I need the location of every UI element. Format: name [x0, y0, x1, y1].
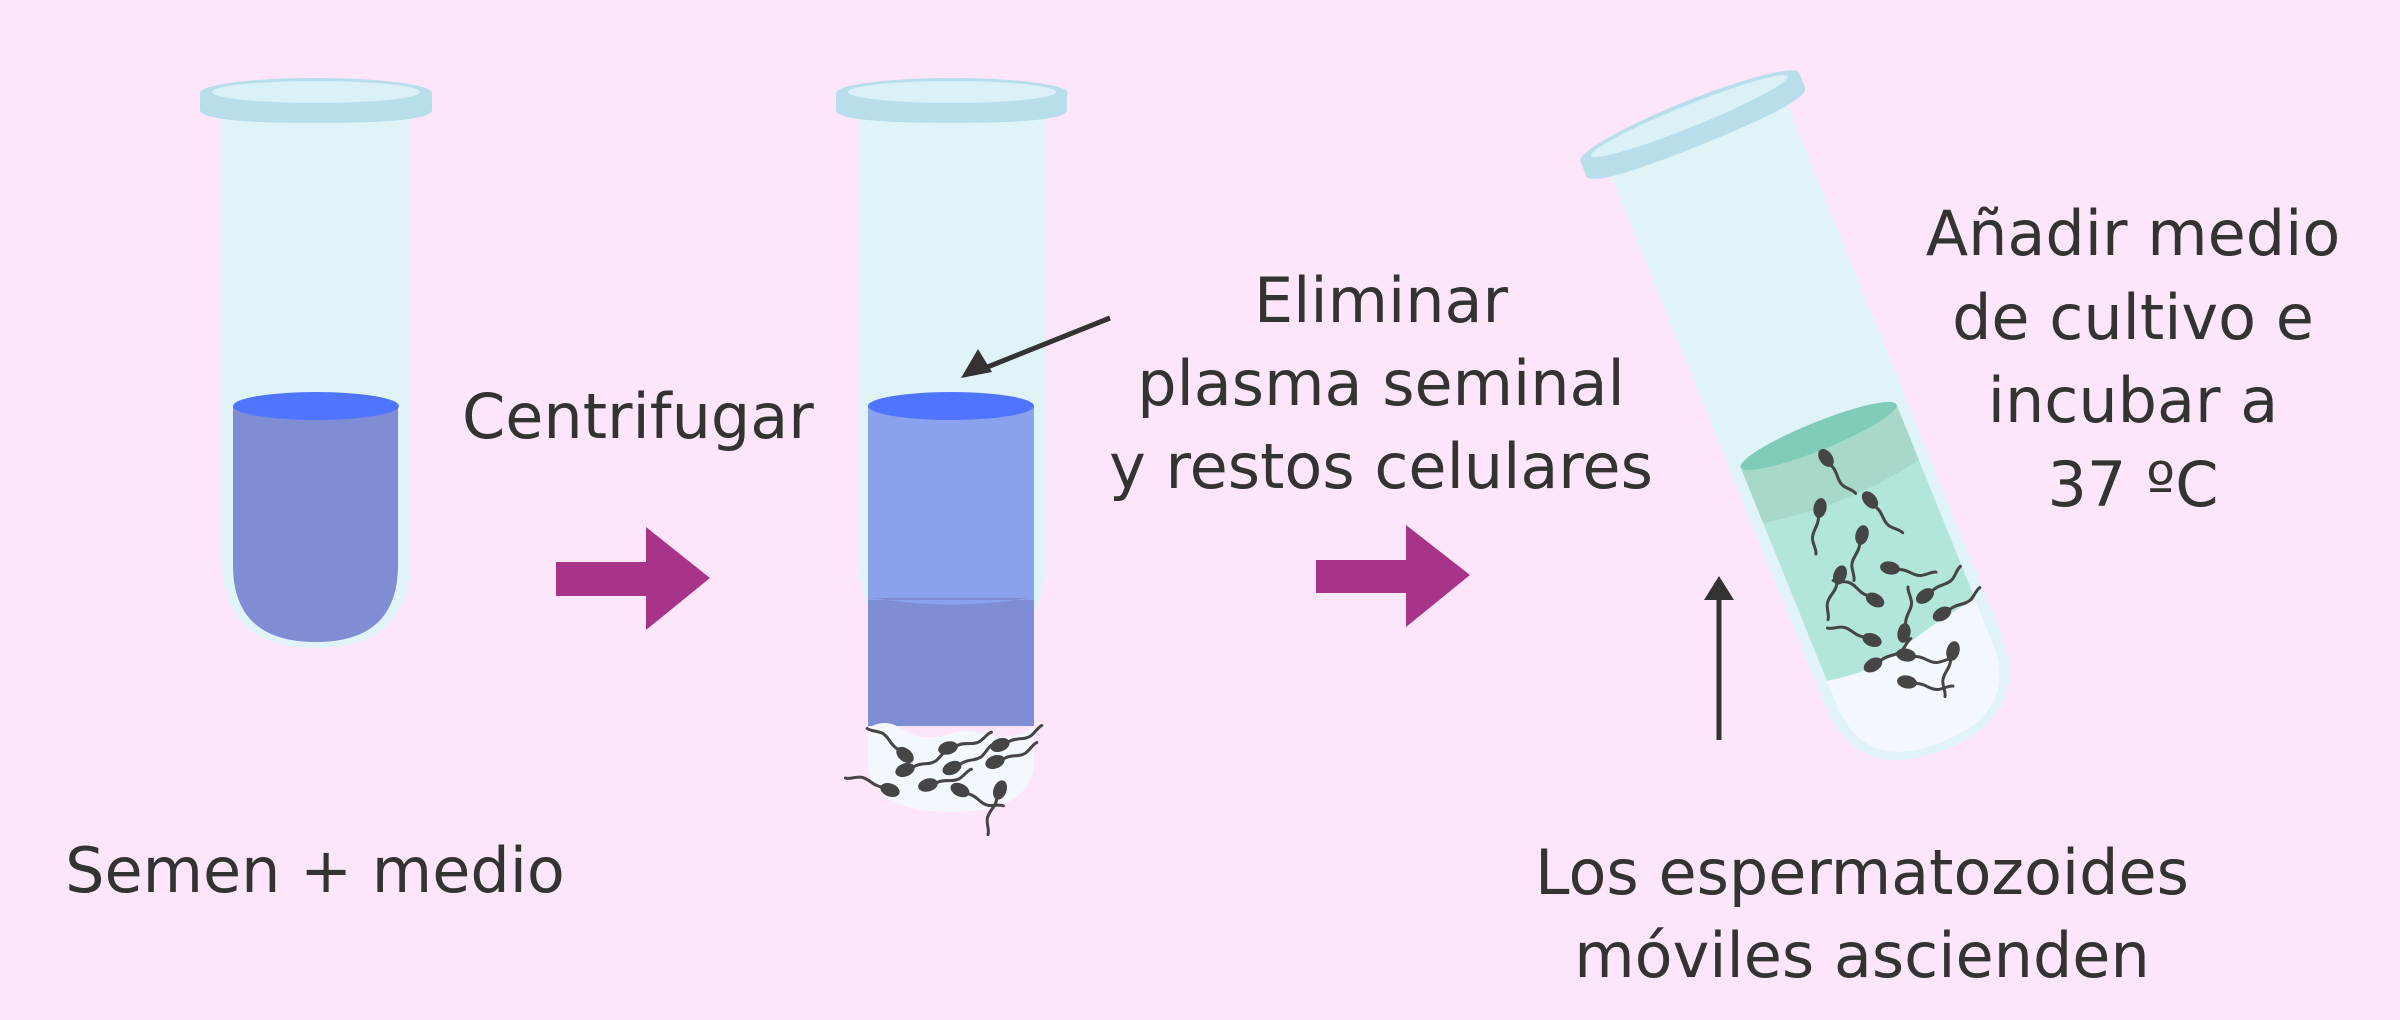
remove-plasma-line-1: Eliminar	[1254, 264, 1509, 337]
tube-rim-inner	[212, 81, 420, 103]
remove-plasma-line-2: plasma seminal	[1137, 347, 1625, 420]
layer-supernatant	[868, 598, 1034, 726]
liquid-semen-medium	[233, 406, 398, 642]
add-medium-line-2: de cultivo e	[1952, 281, 2314, 354]
motile-sperm-line-2: móviles ascienden	[1574, 919, 2149, 992]
liquid-surface	[233, 392, 399, 420]
tube-rim-inner	[848, 81, 1056, 103]
band-bottom-curve	[868, 597, 1034, 605]
motile-sperm-line-1: Los espermatozoides	[1535, 836, 2189, 909]
culture-surface	[1740, 401, 1897, 471]
upward-arrow	[1704, 576, 1734, 740]
liquid-surface	[868, 392, 1034, 420]
tube-rim-inner	[1591, 75, 1788, 158]
pointer-arrow	[961, 315, 1111, 378]
sperm-pellet	[1826, 599, 2000, 752]
centrifuge-label: Centrifugar	[462, 380, 814, 453]
add-medium-line-4: 37 ºC	[2047, 448, 2218, 521]
step-arrow-1	[556, 527, 710, 630]
step1-label: Semen + medio	[65, 834, 565, 907]
test-tube-centrifuged	[836, 78, 1068, 837]
add-medium-line-3: incubar a	[1988, 364, 2278, 437]
add-medium-line-1: Añadir medio	[1926, 197, 2341, 270]
test-tube-semen-medium	[200, 78, 432, 648]
remove-plasma-line-3: y restos celulares	[1109, 430, 1653, 503]
layer-band	[868, 520, 1034, 600]
step-arrow-2	[1316, 525, 1470, 627]
